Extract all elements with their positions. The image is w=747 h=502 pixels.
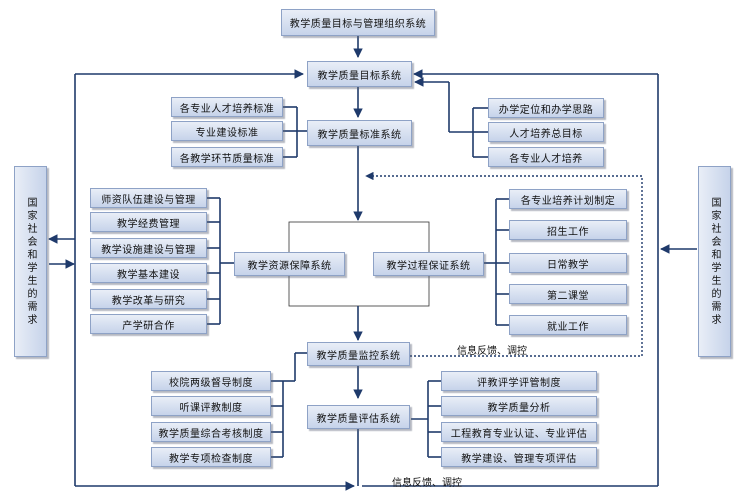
resource-system-box: 教学资源保障系统 (234, 252, 345, 276)
resource-item-funding: 教学经费管理 (90, 212, 207, 232)
process-system-box: 教学过程保证系统 (373, 252, 484, 276)
process-item-employment: 就业工作 (509, 315, 627, 335)
target-item-overall: 人才培养总目标 (488, 122, 604, 142)
evaluation-item-special: 教学建设、管理专项评估 (441, 447, 597, 467)
target-system-box: 教学质量目标系统 (307, 61, 412, 87)
evaluation-system-box: 教学质量评估系统 (307, 405, 410, 429)
standard-item-teaching: 各教学环节质量标准 (171, 147, 283, 167)
target-item-positioning: 办学定位和办学思路 (488, 98, 604, 118)
monitor-item-lecture: 听课评教制度 (151, 396, 271, 416)
feedback-note-bottom: 信息反馈、调控 (392, 478, 462, 489)
standard-system-box: 教学质量标准系统 (307, 120, 412, 146)
target-item-major-training: 各专业人才培养 (488, 147, 604, 167)
left-demand-box: 国家社会和学生的需求 (14, 166, 47, 357)
resource-item-facilities: 教学设施建设与管理 (90, 238, 207, 258)
process-item-enrollment: 招生工作 (509, 220, 627, 240)
right-demand-label: 国家社会和学生的需求 (709, 196, 720, 327)
left-demand-label: 国家社会和学生的需求 (25, 196, 36, 327)
resource-item-reform: 教学改革与研究 (90, 289, 207, 309)
process-item-second-class: 第二课堂 (509, 284, 627, 304)
process-item-plan: 各专业培养计划制定 (509, 189, 627, 209)
evaluation-item-analysis: 教学质量分析 (441, 396, 597, 416)
evaluation-item-rating: 评教评学评管制度 (441, 371, 597, 391)
feedback-note-middle: 信息反馈、调控 (457, 346, 527, 357)
resource-item-cooperation: 产学研合作 (90, 314, 207, 334)
org-system-box: 教学质量目标与管理组织系统 (281, 9, 435, 36)
right-demand-box: 国家社会和学生的需求 (698, 166, 731, 357)
monitor-system-box: 教学质量监控系统 (307, 342, 410, 366)
monitor-item-supervision: 校院两级督导制度 (151, 371, 271, 391)
resource-item-basic: 教学基本建设 (90, 263, 207, 283)
standard-item-major: 专业建设标准 (171, 121, 283, 141)
process-item-daily: 日常教学 (509, 253, 627, 273)
monitor-item-inspection: 教学专项检查制度 (151, 447, 271, 467)
resource-item-faculty: 师资队伍建设与管理 (90, 188, 207, 208)
evaluation-item-certification: 工程教育专业认证、专业评估 (441, 422, 597, 442)
standard-item-talent: 各专业人才培养标准 (171, 97, 283, 117)
monitor-item-assessment: 教学质量综合考核制度 (151, 422, 271, 442)
